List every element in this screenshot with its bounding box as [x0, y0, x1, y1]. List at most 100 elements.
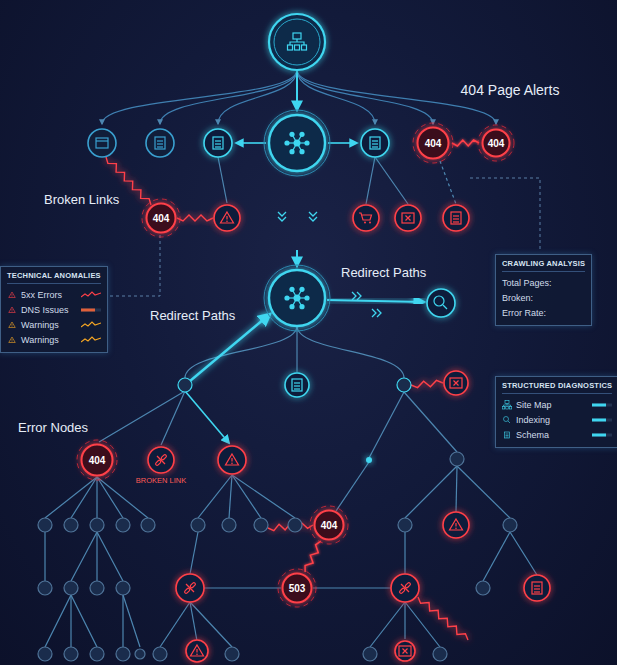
tree-branch — [160, 70, 297, 124]
broken-link-glyph — [186, 584, 194, 592]
warning-glyph — [226, 454, 239, 465]
tree-dot — [64, 647, 78, 661]
tree-line — [440, 161, 456, 204]
warning-glyph — [231, 458, 232, 462]
tree-dot — [116, 518, 130, 532]
tree-line — [122, 595, 123, 647]
callout-label: Redirect Paths — [150, 308, 235, 323]
icon-circle — [214, 205, 240, 231]
node-circle — [283, 574, 312, 603]
doc-glyph — [505, 432, 510, 438]
doc-glyph — [372, 140, 378, 141]
tree-dot — [135, 649, 145, 659]
tree-line — [510, 532, 537, 575]
icon-circle — [88, 129, 116, 157]
tree-line — [45, 477, 97, 518]
error-node: 404 — [416, 126, 450, 160]
item-indicator — [75, 291, 101, 299]
icon-circle — [395, 205, 421, 231]
flow-line — [300, 175, 302, 264]
info-panel: CRAWLING ANALYSISTotal Pages:Broken:Erro… — [495, 254, 592, 326]
warning-glyph — [226, 216, 227, 220]
node-glow — [77, 440, 117, 480]
tree-line — [313, 587, 391, 588]
sitemap-glyph — [302, 45, 307, 50]
tree-line — [96, 532, 97, 581]
tree-line — [456, 466, 457, 512]
icon-circle — [395, 641, 415, 661]
warning-glyph — [11, 310, 13, 312]
icon-node — [214, 205, 240, 231]
tree-branch — [218, 70, 297, 124]
tree-dot — [225, 647, 239, 661]
level-bar — [81, 308, 95, 311]
tree-dot — [64, 518, 78, 532]
tree-dot — [141, 518, 155, 532]
icon-circle — [427, 289, 455, 317]
doc-glyph — [215, 140, 221, 141]
icon-node — [353, 205, 379, 231]
doc-glyph — [215, 146, 221, 147]
error-code: 404 — [488, 138, 505, 149]
icon-node — [146, 129, 174, 157]
warning-glyph — [196, 649, 197, 653]
icon-node — [427, 289, 455, 317]
doc-glyph — [372, 143, 378, 144]
level-bar — [592, 403, 606, 406]
level-bar — [592, 418, 612, 421]
warning-glyph — [9, 307, 16, 313]
icon-node — [88, 129, 116, 157]
sitemap-glyph — [509, 406, 512, 409]
chevron — [352, 292, 361, 300]
tree-line — [161, 391, 185, 445]
broken-link-glyph — [190, 582, 196, 588]
item-indicator — [75, 336, 101, 344]
doc-glyph — [294, 388, 300, 389]
hub-ring — [264, 265, 330, 331]
tree-line — [369, 392, 404, 458]
icon-circle — [361, 129, 389, 157]
doc-glyph — [534, 588, 540, 589]
icon-node — [186, 640, 208, 662]
tree-dot — [450, 452, 464, 466]
search-glyph — [443, 305, 447, 309]
tree-dot — [363, 647, 377, 661]
tree-line — [297, 326, 404, 378]
tree-line — [232, 475, 295, 518]
tree-line — [96, 477, 97, 518]
warning-glyph — [450, 519, 463, 530]
broken-link-glyph — [399, 588, 405, 594]
warning-glyph — [196, 654, 198, 656]
doc-glyph — [453, 218, 459, 219]
item-indicator — [586, 401, 612, 409]
warning-glyph — [9, 292, 16, 298]
chevron — [372, 309, 381, 317]
tree-branch — [102, 70, 297, 124]
warning-glyph — [231, 463, 233, 465]
tree-dot — [116, 581, 130, 595]
flow-arrow — [296, 250, 298, 266]
panel-item: 5xx Errors — [21, 290, 62, 300]
doc-glyph — [453, 215, 459, 216]
panel-item-row: Indexing — [502, 412, 612, 427]
tree-line — [99, 391, 185, 442]
icon-node — [361, 129, 389, 157]
item-indicator — [75, 321, 101, 329]
panel-item-row: DNS Issues — [7, 302, 101, 317]
icon-node — [391, 574, 419, 602]
doc-glyph — [506, 433, 509, 434]
tree-dot — [476, 581, 490, 595]
window-glyph — [96, 138, 108, 148]
panel-item: Site Map — [516, 400, 552, 410]
warning-glyph — [12, 324, 13, 326]
doc-glyph — [157, 146, 163, 147]
doc-glyph — [370, 137, 380, 149]
error-signal-line — [411, 380, 443, 387]
icon-circle — [391, 574, 419, 602]
tree-dot — [38, 518, 52, 532]
warning-glyph — [9, 322, 16, 328]
icon-node — [443, 512, 469, 538]
error-connector — [305, 541, 321, 572]
info-panel: TECHNICAL ANOMALIES5xx ErrorsDNS IssuesW… — [0, 266, 108, 353]
